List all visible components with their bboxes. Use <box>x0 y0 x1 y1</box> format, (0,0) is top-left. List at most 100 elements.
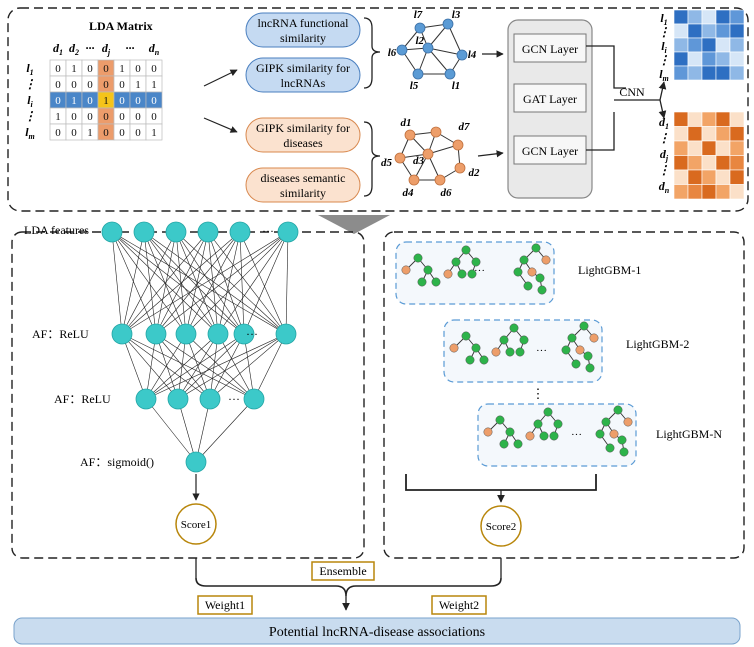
svg-text:l5: l5 <box>410 80 419 92</box>
nn-node <box>275 323 297 345</box>
disease-semantic-similarity-box: diseases semantic similarity <box>245 167 361 203</box>
tree-node <box>443 269 453 279</box>
feature-cell <box>715 65 731 81</box>
nn-input-label: LDA features <box>24 223 89 237</box>
gipk-disease-similarity-box: GIPK similarity for diseases <box>245 117 361 153</box>
feature-cell <box>715 9 731 25</box>
gipk-lnc-similarity-box: GIPK similarity for lncRNAs <box>245 57 361 93</box>
feature-cell <box>687 184 703 200</box>
svg-text:Potential lncRNA-disease assoc: Potential lncRNA-disease associations <box>269 625 485 640</box>
tree-node <box>515 347 525 357</box>
matrix-cell-value: 0 <box>71 127 77 139</box>
tree-node <box>513 267 523 277</box>
weight1-label-box: Weight1 <box>197 595 253 615</box>
svg-text:Weight2: Weight2 <box>439 598 479 612</box>
lnc-feature-grid <box>673 9 745 81</box>
svg-text:d2: d2 <box>469 167 481 179</box>
svg-text:GIPK similarity for: GIPK similarity for <box>256 61 350 75</box>
nn-h1-label: AF：ReLU <box>32 327 89 341</box>
matrix-cell-value: 1 <box>71 63 77 75</box>
svg-text:d6: d6 <box>441 187 453 199</box>
nn-node <box>145 323 167 345</box>
feature-cell <box>701 51 717 67</box>
out-dis-label: ⋮ <box>658 163 670 177</box>
tree-node <box>525 431 535 441</box>
matrix-cell-value: 0 <box>151 63 157 75</box>
tree-node <box>505 347 515 357</box>
tree-node <box>605 443 615 453</box>
matrix-cell-value: 0 <box>71 79 77 91</box>
feature-cell <box>701 184 717 200</box>
feature-cell <box>715 126 731 142</box>
nn-node <box>133 221 155 243</box>
tree-node <box>539 431 549 441</box>
nn-node <box>185 451 207 473</box>
tree-node <box>467 269 477 279</box>
feature-cell <box>729 155 745 171</box>
dnn-panel-border <box>11 231 365 559</box>
top-panel-border <box>7 7 749 212</box>
nn-node <box>111 323 133 345</box>
tree-node <box>471 257 481 267</box>
matrix-col-label: d1 <box>53 41 63 57</box>
tree-node <box>519 255 529 265</box>
tree-node <box>567 333 577 343</box>
tree-node <box>457 269 467 279</box>
feature-cell <box>715 111 731 127</box>
tree-node <box>619 447 629 457</box>
matrix-cell-value: 0 <box>87 79 93 91</box>
feature-cell <box>687 155 703 171</box>
svg-text:l1: l1 <box>452 80 461 92</box>
nn-dots-h1: ··· <box>246 327 258 341</box>
lightgbm-2-label: LightGBM-2 <box>626 337 689 351</box>
matrix-cell-value: 1 <box>119 63 125 75</box>
gbm-panel-border <box>383 231 745 559</box>
tree-node <box>585 363 595 373</box>
nn-node <box>135 388 157 410</box>
score1-node: Score1 <box>175 503 217 545</box>
matrix-col-label: dj <box>102 41 111 57</box>
matrix-cell-value: 1 <box>151 127 157 139</box>
arrow-matrix-to-lnc <box>203 69 238 87</box>
tree-node <box>431 277 441 287</box>
arrow-cnn-to-dis-features <box>658 99 667 119</box>
tree-node <box>537 285 547 295</box>
tree-node <box>513 439 523 449</box>
matrix-cell-value: 0 <box>135 63 141 75</box>
matrix-cell-value: 1 <box>55 111 61 123</box>
tree-node <box>549 431 559 441</box>
tree-node <box>595 429 605 439</box>
svg-text:GIPK similarity for: GIPK similarity for <box>256 121 350 135</box>
nn-node <box>175 323 197 345</box>
lightgbm-n-group: ··· LightGBM-N <box>477 403 722 467</box>
matrix-cell-value: 0 <box>55 63 61 75</box>
svg-text:···: ··· <box>536 345 547 357</box>
feature-cell <box>687 37 703 53</box>
nn-node <box>101 221 123 243</box>
gat-layer: GAT Layer <box>513 83 587 113</box>
feature-cell <box>729 184 745 200</box>
matrix-cell-value: 1 <box>71 95 77 107</box>
gbm-vdots: ⋮ <box>532 386 545 401</box>
out-dis-label: ⋮ <box>658 131 670 145</box>
nn-dots-in: ··· <box>262 224 274 238</box>
feature-cell <box>715 184 731 200</box>
feature-cell <box>687 140 703 156</box>
svg-text:l7: l7 <box>414 9 423 21</box>
feature-cell <box>715 37 731 53</box>
matrix-cell-value: 0 <box>55 127 61 139</box>
feature-cell <box>687 51 703 67</box>
feature-cell <box>729 169 745 185</box>
feature-cell <box>687 9 703 25</box>
feature-cell <box>701 140 717 156</box>
matrix-cell-value: 0 <box>103 79 109 91</box>
feature-cell <box>701 155 717 171</box>
tree-node <box>449 343 459 353</box>
tree-node <box>499 439 509 449</box>
feature-cell <box>687 65 703 81</box>
feature-cell <box>673 65 689 81</box>
tree-node <box>589 333 599 343</box>
matrix-cell-value: 0 <box>87 63 93 75</box>
